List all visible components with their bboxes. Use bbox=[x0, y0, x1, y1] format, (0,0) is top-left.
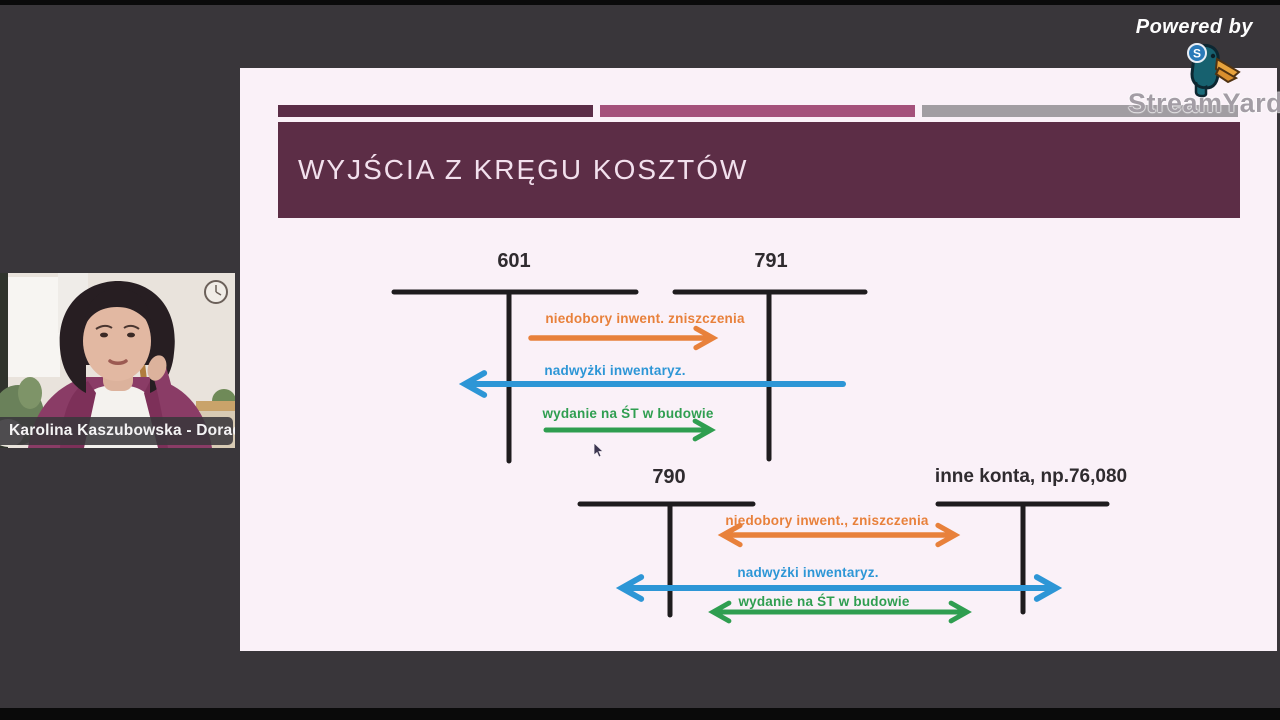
flow-label-shortages-bottom: niedobory inwent., zniszczenia bbox=[725, 513, 929, 528]
deco-bar-maroon bbox=[278, 105, 593, 117]
flow-label-issue-top: wydanie na ŚT w budowie bbox=[542, 406, 714, 421]
powered-by-label: Powered by bbox=[1135, 16, 1253, 38]
deco-bar-pink bbox=[600, 105, 915, 117]
letterbox-top bbox=[0, 0, 1280, 5]
flow-label-surpluses-bottom: nadwyżki inwentaryz. bbox=[737, 565, 879, 580]
deco-bar-gray bbox=[922, 105, 1238, 117]
svg-text:S: S bbox=[1193, 47, 1201, 61]
account-601-label: 601 bbox=[497, 250, 531, 272]
presenter-name-label: Karolina Kaszubowska - Doradca... bbox=[9, 422, 235, 439]
presentation-slide: WYJŚCIA Z KRĘGU KOSZTÓW bbox=[240, 68, 1277, 651]
webcam-video: Karolina Kaszubowska - Doradca... bbox=[0, 273, 235, 448]
account-791-label: 791 bbox=[754, 250, 788, 272]
letterbox-bottom bbox=[0, 708, 1280, 720]
flow-label-issue-bottom: wydanie na ŚT w budowie bbox=[738, 594, 910, 609]
account-790-label: 790 bbox=[652, 466, 686, 488]
webcam-name-bar: Karolina Kaszubowska - Doradca... bbox=[0, 417, 235, 445]
streamyard-duck-icon: S bbox=[1187, 43, 1241, 98]
slide-title-block: WYJŚCIA Z KRĘGU KOSZTÓW bbox=[278, 122, 1240, 218]
clock-icon bbox=[204, 280, 228, 304]
flow-label-surpluses-top: nadwyżki inwentaryz. bbox=[544, 363, 686, 378]
flow-label-shortages-top: niedobory inwent. zniszczenia bbox=[545, 311, 745, 326]
account-other-label: inne konta, np.76,080 bbox=[934, 466, 1128, 487]
slide-title: WYJŚCIA Z KRĘGU KOSZTÓW bbox=[298, 154, 749, 185]
